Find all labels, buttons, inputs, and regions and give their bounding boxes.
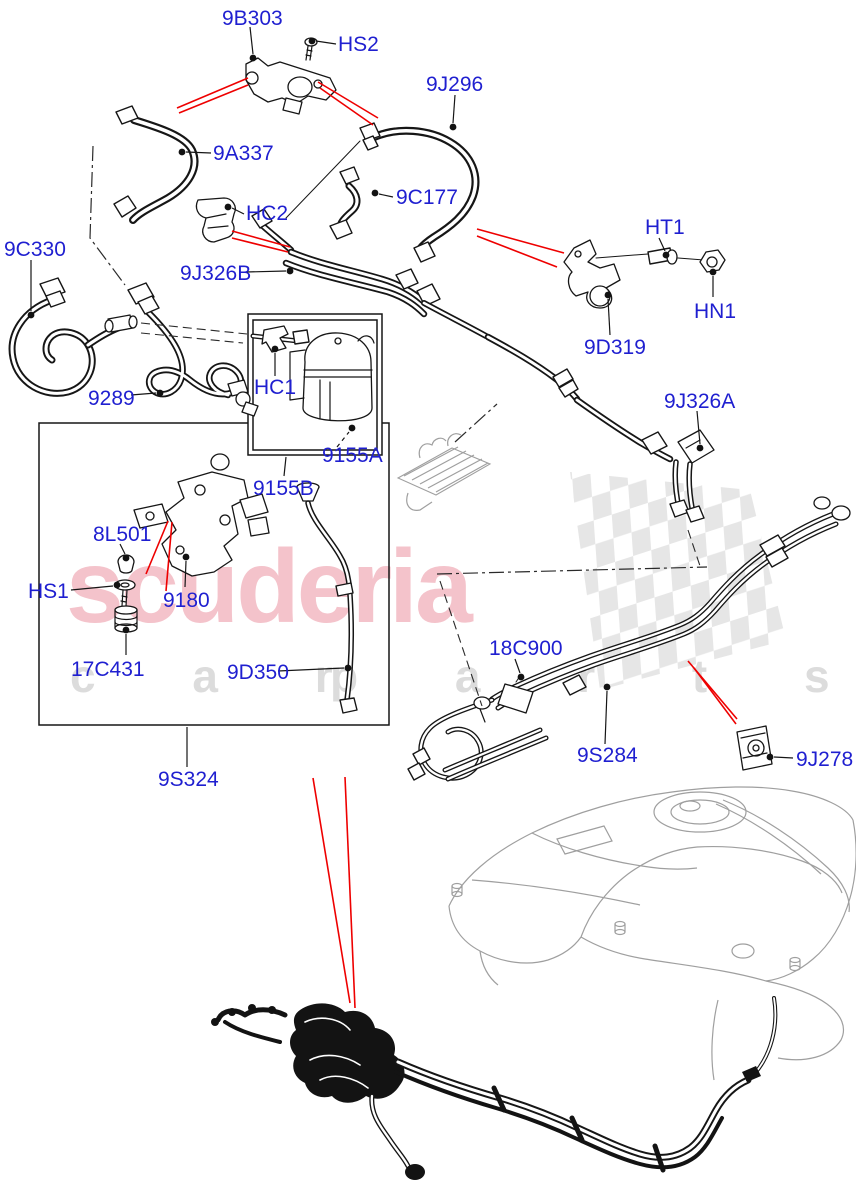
checkered-flag-watermark — [570, 472, 786, 690]
callout-lines — [145, 77, 738, 1009]
fuel-cooler-art — [396, 433, 492, 511]
part-label-9j326a[interactable]: 9J326A — [664, 390, 735, 413]
pipes-9j326a-art — [484, 333, 715, 523]
part-label-8l501[interactable]: 8L501 — [93, 523, 151, 546]
pipe-core — [289, 250, 425, 303]
part-label-9j296[interactable]: 9J296 — [426, 73, 483, 96]
pipe-core — [446, 736, 548, 781]
filter-9155a-art — [289, 332, 375, 422]
group-box-9155b-inner — [252, 319, 378, 451]
pipe-core — [261, 224, 293, 252]
pipe-core — [146, 310, 243, 397]
grommet-8l501-art — [117, 554, 135, 574]
part-label-hs2[interactable]: HS2 — [338, 33, 379, 56]
leader-lines — [27, 26, 794, 767]
pipe-core — [370, 1094, 410, 1168]
hose-9c330-art — [8, 277, 138, 397]
hose-9a337-art — [113, 105, 199, 224]
part-label-9j326b[interactable]: 9J326B — [180, 262, 251, 285]
bracket-9b303-art — [245, 37, 337, 115]
bracket-9180-art — [133, 453, 270, 577]
fuel-pump-harness-art — [211, 996, 778, 1180]
pipes-9j326b-art — [251, 140, 489, 339]
part-label-9155a[interactable]: 9155A — [322, 444, 383, 467]
watermark-sub-right: p a r t s — [330, 650, 856, 702]
watermark-sub-left: c a r — [70, 650, 375, 702]
part-label-9j278[interactable]: 9J278 — [796, 748, 853, 771]
hose-9289-art — [127, 282, 259, 417]
part-label-9289[interactable]: 9289 — [88, 387, 135, 410]
part-label-ht1[interactable]: HT1 — [645, 216, 685, 239]
group-box-9s324 — [38, 422, 390, 726]
part-label-hc1[interactable]: HC1 — [254, 376, 296, 399]
pipe-core — [284, 261, 426, 316]
pipe-core — [10, 298, 94, 395]
part-label-9s324[interactable]: 9S324 — [158, 768, 219, 791]
pipe-9j296-art — [359, 122, 480, 263]
pipe-core — [575, 398, 672, 461]
part-label-hs1[interactable]: HS1 — [28, 580, 69, 603]
pipe-core — [370, 128, 478, 251]
pipe-core — [419, 698, 494, 780]
artwork-layer — [8, 37, 851, 1180]
part-label-9s284[interactable]: 9S284 — [577, 744, 638, 767]
pipe-core — [443, 728, 542, 772]
fuel-tank-art — [448, 786, 856, 1081]
part-label-9d319[interactable]: 9D319 — [584, 336, 646, 359]
part-label-9c330[interactable]: 9C330 — [4, 238, 66, 261]
pipe-core — [131, 118, 197, 222]
part-label-hn1[interactable]: HN1 — [694, 300, 736, 323]
part-label-18c900[interactable]: 18C900 — [489, 637, 563, 660]
pipe-core — [490, 512, 835, 701]
part-label-hc2[interactable]: HC2 — [246, 202, 288, 225]
hose-9c177-art — [329, 166, 361, 240]
connector-9j278-art — [736, 725, 773, 771]
construction-lines — [89, 145, 708, 707]
part-label-9d350[interactable]: 9D350 — [227, 661, 289, 684]
part-label-9b303[interactable]: 9B303 — [222, 7, 283, 30]
bracket-9d319-art — [563, 239, 726, 309]
pipe-core — [396, 1060, 750, 1159]
pipe-core — [422, 301, 488, 338]
part-label-9a337[interactable]: 9A337 — [213, 142, 274, 165]
pipes-9s284-art — [407, 496, 851, 782]
part-label-9c177[interactable]: 9C177 — [396, 186, 458, 209]
part-label-9155b[interactable]: 9155B — [253, 477, 314, 500]
part-label-17c431[interactable]: 17C431 — [71, 658, 145, 681]
clip-hc1-art — [250, 325, 310, 353]
part-label-9180[interactable]: 9180 — [163, 589, 210, 612]
